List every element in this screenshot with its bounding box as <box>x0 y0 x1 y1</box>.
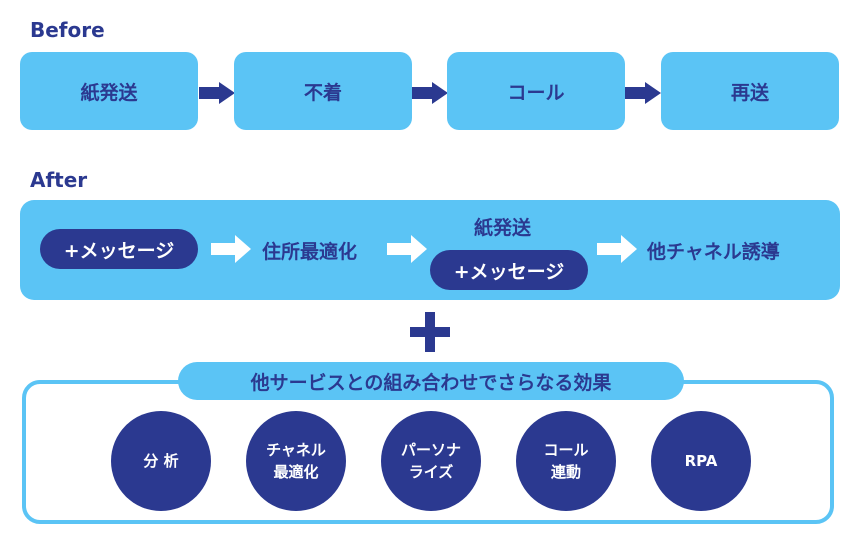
arrow-right-icon <box>211 235 251 263</box>
after-label: After <box>30 168 88 192</box>
arrow-right-icon <box>625 82 661 104</box>
after-step-message-pill: +メッセージ <box>40 229 198 269</box>
before-step-paper-send: 紙発送 <box>20 52 198 130</box>
after-step-other-channel-guidance: 他チャネル誘導 <box>647 241 780 263</box>
effect-label-line2: 連動 <box>550 463 581 481</box>
effect-label-line2: 最適化 <box>273 463 319 481</box>
effect-personalize: パーソナ ライズ <box>381 411 481 511</box>
effect-label-line1: RPA <box>684 452 718 470</box>
before-step-call: コール <box>447 52 625 130</box>
effect-label-line1: チャネル <box>266 441 326 459</box>
plus-icon <box>410 312 450 352</box>
arrow-right-icon <box>412 82 448 104</box>
arrow-right-icon <box>199 82 235 104</box>
effect-label-line1: 分 析 <box>143 452 179 470</box>
arrow-right-icon <box>597 235 637 263</box>
effect-label-line1: パーソナ <box>400 441 461 459</box>
before-step-resend: 再送 <box>661 52 839 130</box>
before-step-undelivered: 不着 <box>234 52 412 130</box>
after-step-paper-send: 紙発送 <box>474 217 532 239</box>
after-step-address-optimization: 住所最適化 <box>262 241 358 263</box>
effect-label-line1: コール <box>543 441 589 459</box>
effect-call-linkage: コール 連動 <box>516 411 616 511</box>
arrow-right-icon <box>387 235 427 263</box>
effect-rpa: RPA <box>651 411 751 511</box>
effects-title: 他サービスとの組み合わせでさらなる効果 <box>178 362 684 400</box>
after-step-message-pill-2: +メッセージ <box>430 250 588 290</box>
effect-analysis: 分 析 <box>111 411 211 511</box>
effect-label-line2: ライズ <box>408 463 454 481</box>
effect-channel-optimization: チャネル 最適化 <box>246 411 346 511</box>
before-label: Before <box>30 18 105 42</box>
